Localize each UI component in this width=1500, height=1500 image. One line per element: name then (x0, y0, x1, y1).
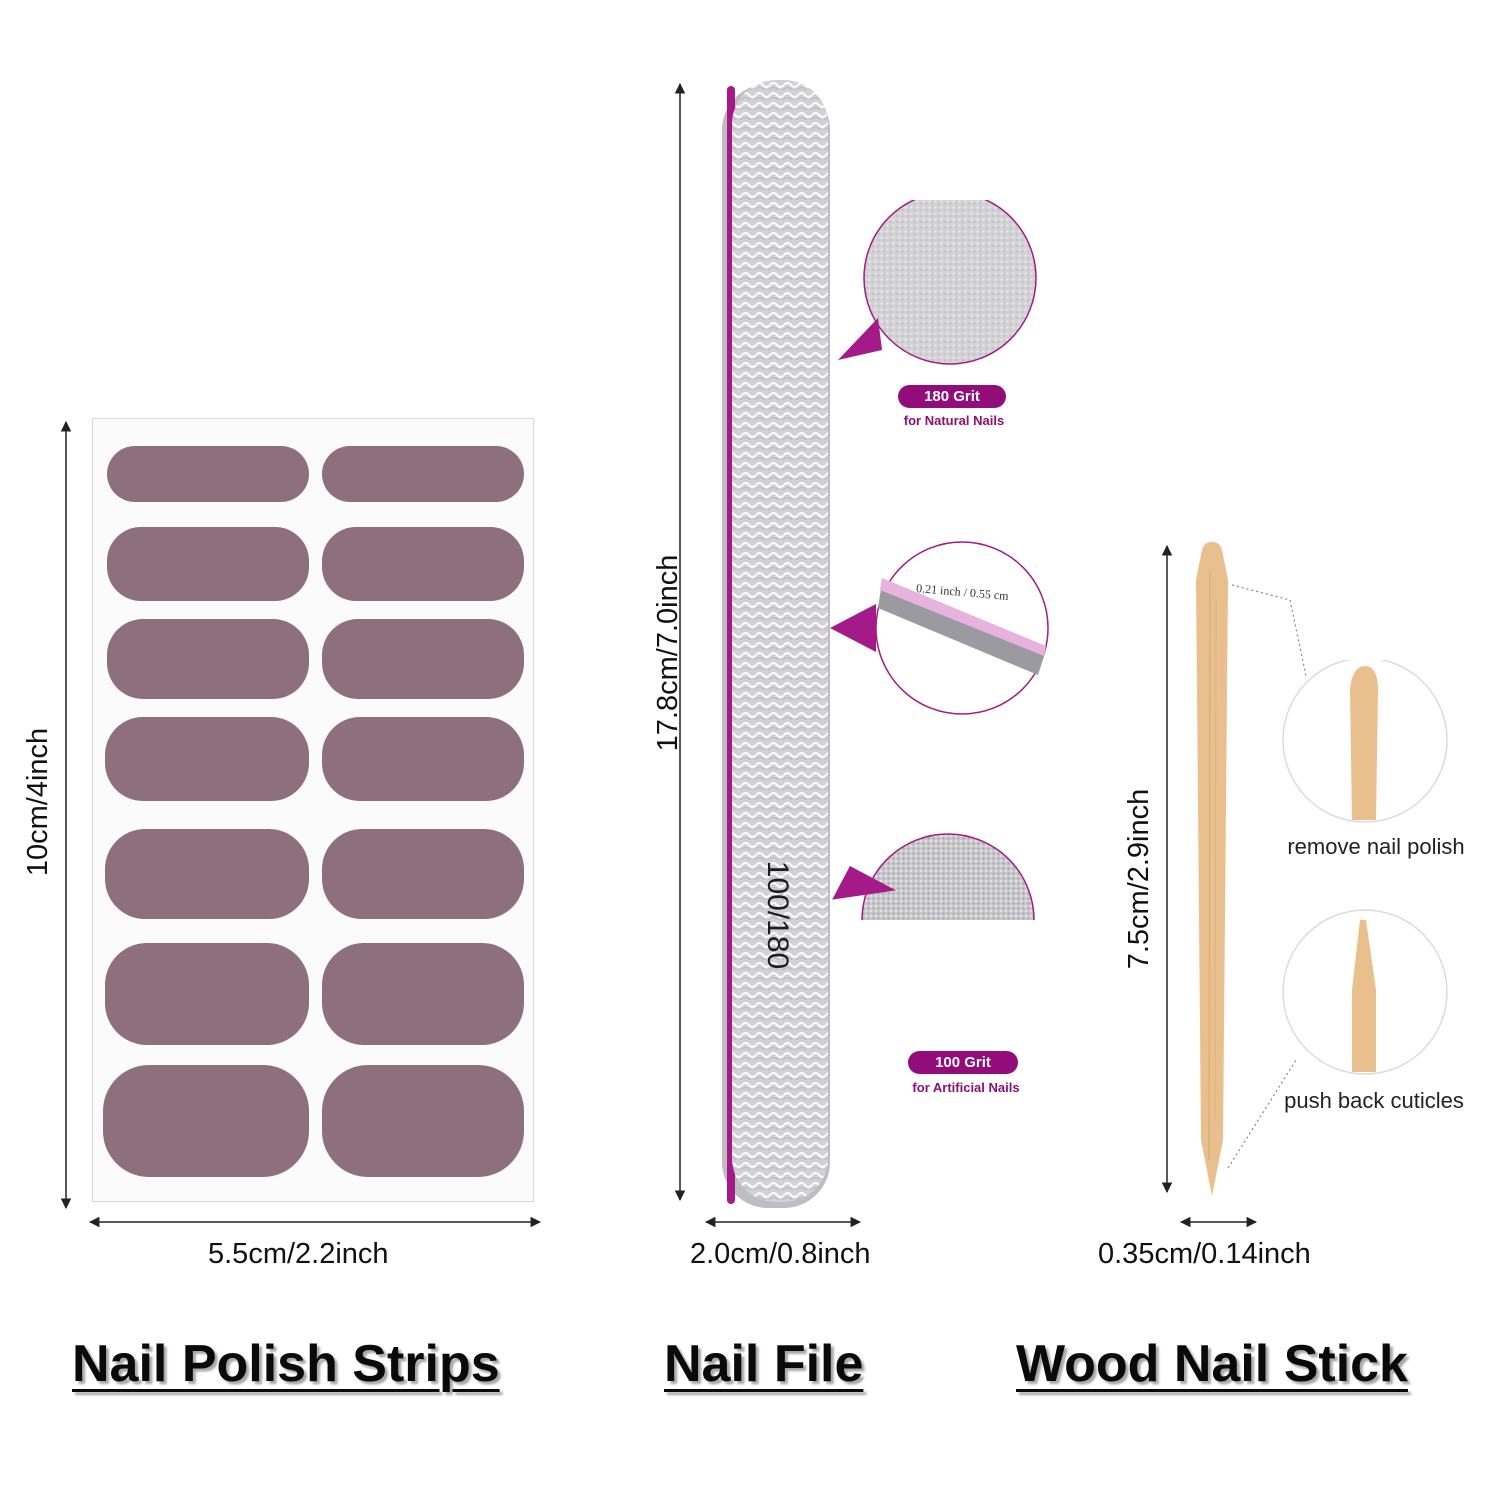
nail-strip (107, 527, 309, 601)
file-width-label: 2.0cm/0.8inch (690, 1238, 871, 1270)
grit-top-badge: 180 Grit (898, 385, 1006, 408)
grit-top-caption: for Natural Nails (903, 413, 1005, 428)
nail-strip (322, 446, 524, 502)
nail-strip (322, 717, 524, 801)
nail-strip (322, 619, 524, 699)
title-wood-nail-stick: Wood Nail Stick (1016, 1335, 1408, 1393)
nail-strip (107, 619, 309, 699)
use-push-cuticles: push back cuticles (1284, 1088, 1464, 1113)
nail-strip (322, 943, 524, 1045)
strips-width-label: 5.5cm/2.2inch (208, 1238, 389, 1270)
nail-strip (107, 446, 309, 502)
wood-stick (1196, 542, 1228, 1196)
file-length-label: 17.8cm/7.0inch (652, 554, 684, 752)
nail-strip (322, 1065, 524, 1177)
stick-length-label: 7.5cm/2.9inch (1123, 788, 1155, 970)
grit-bottom-caption: for Artificial Nails (912, 1080, 1020, 1095)
stick-width-label: 0.35cm/0.14inch (1098, 1238, 1311, 1270)
file-detail-callouts (830, 200, 1049, 920)
nail-strip (105, 717, 309, 801)
file-grit-text: 100/180 (761, 860, 794, 970)
nail-strip (105, 943, 309, 1045)
use-remove-polish: remove nail polish (1287, 834, 1465, 859)
grit-bottom-badge: 100 Grit (908, 1051, 1018, 1074)
stick-detail-callouts (1282, 660, 1448, 1075)
strips-height-label: 10cm/4inch (22, 727, 54, 877)
nail-strip (322, 829, 524, 919)
nail-strip (105, 829, 309, 919)
nail-file (722, 80, 830, 1208)
title-nail-polish-strips: Nail Polish Strips (72, 1335, 500, 1393)
nail-strip (103, 1065, 309, 1177)
nail-strip-sheet (92, 418, 534, 1202)
nail-strip (322, 527, 524, 601)
title-nail-file: Nail File (664, 1335, 864, 1393)
